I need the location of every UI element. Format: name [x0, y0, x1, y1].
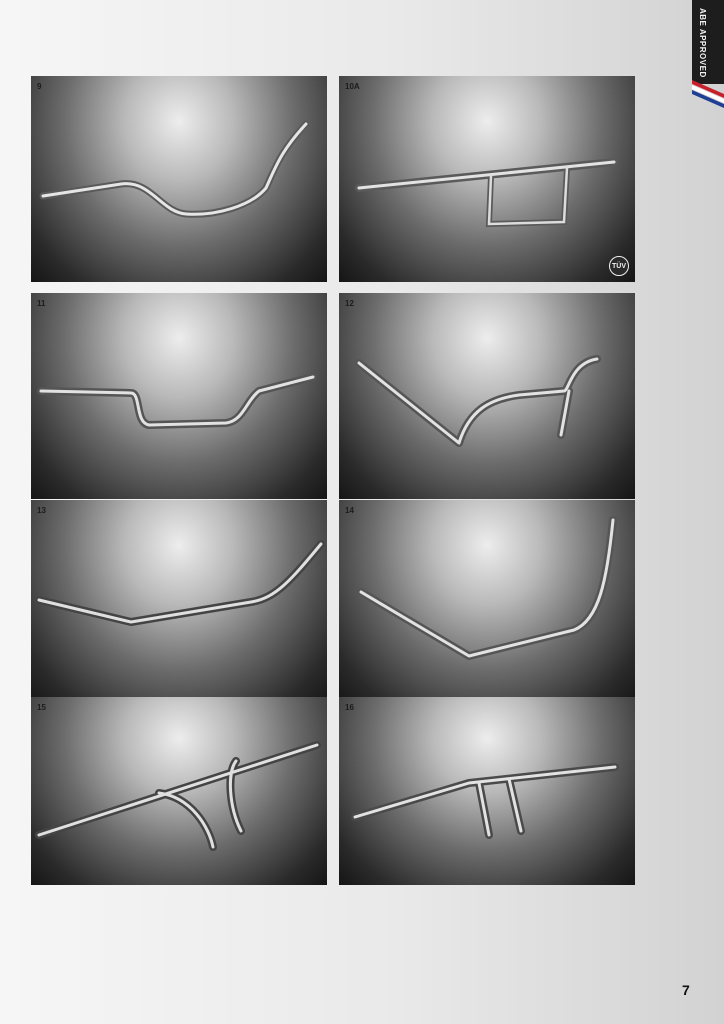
product-number: 9	[37, 82, 42, 91]
product-panel-12: 12	[339, 293, 635, 499]
product-panel-9: 9	[31, 76, 327, 282]
section-tab-label: ABE APPROVED	[698, 8, 707, 78]
flag-stripes	[692, 80, 724, 108]
page-number: 7	[682, 982, 690, 998]
product-panel-11: 11	[31, 293, 327, 499]
handlebar-image-16	[351, 763, 619, 839]
product-panel-10a: 10A TÜV	[339, 76, 635, 282]
product-number: 16	[345, 703, 354, 712]
product-panel-13: 13	[31, 500, 327, 706]
handlebar-image-10a	[355, 158, 618, 228]
product-number: 12	[345, 299, 354, 308]
product-panel-16: 16	[339, 697, 635, 885]
product-number: 11	[37, 299, 46, 308]
handlebar-image-9	[39, 120, 310, 218]
handlebar-image-14	[357, 516, 617, 660]
product-number: 15	[37, 703, 46, 712]
handlebar-image-11	[37, 373, 317, 429]
tuv-badge-icon: TÜV	[609, 256, 629, 276]
product-panel-14: 14	[339, 500, 635, 706]
product-panel-15: 15	[31, 697, 327, 885]
section-tab: ABE APPROVED	[692, 0, 724, 84]
handlebar-image-15	[35, 741, 321, 851]
product-number: 10A	[345, 82, 360, 91]
product-number: 14	[345, 506, 354, 515]
handlebar-image-12	[355, 355, 601, 447]
product-number: 13	[37, 506, 46, 515]
handlebar-image-13	[35, 540, 325, 626]
